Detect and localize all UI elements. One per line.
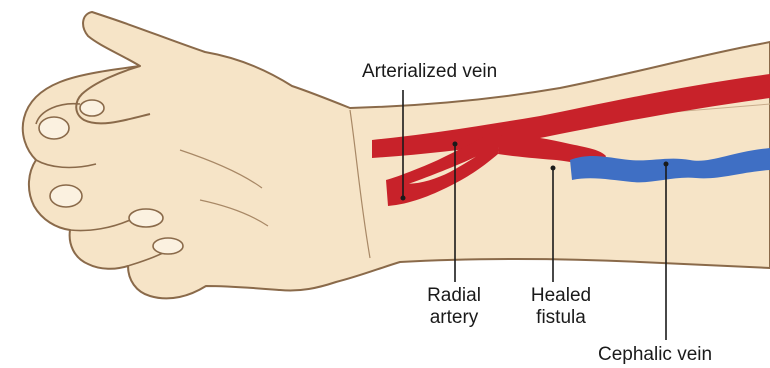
label-radial-artery-line2: artery (412, 307, 496, 329)
pointer-arterialized-vein (401, 196, 406, 201)
little-fingernail (153, 238, 183, 254)
pointer-healed-fistula (551, 166, 556, 171)
label-healed-fistula-line1: Healed (521, 285, 601, 307)
label-cephalic-vein: Cephalic vein (598, 344, 712, 366)
label-radial-artery: Radial artery (412, 285, 496, 329)
pointer-radial-artery (453, 142, 458, 147)
index-fingernail (39, 117, 69, 139)
ring-fingernail (129, 209, 163, 227)
thumbnail (80, 100, 104, 116)
label-radial-artery-line1: Radial (412, 285, 496, 307)
pointer-cephalic-vein (664, 162, 669, 167)
label-arterialized-vein: Arterialized vein (362, 61, 497, 83)
label-healed-fistula: Healed fistula (521, 285, 601, 329)
middle-fingernail (50, 185, 82, 207)
label-healed-fistula-line2: fistula (521, 307, 601, 329)
